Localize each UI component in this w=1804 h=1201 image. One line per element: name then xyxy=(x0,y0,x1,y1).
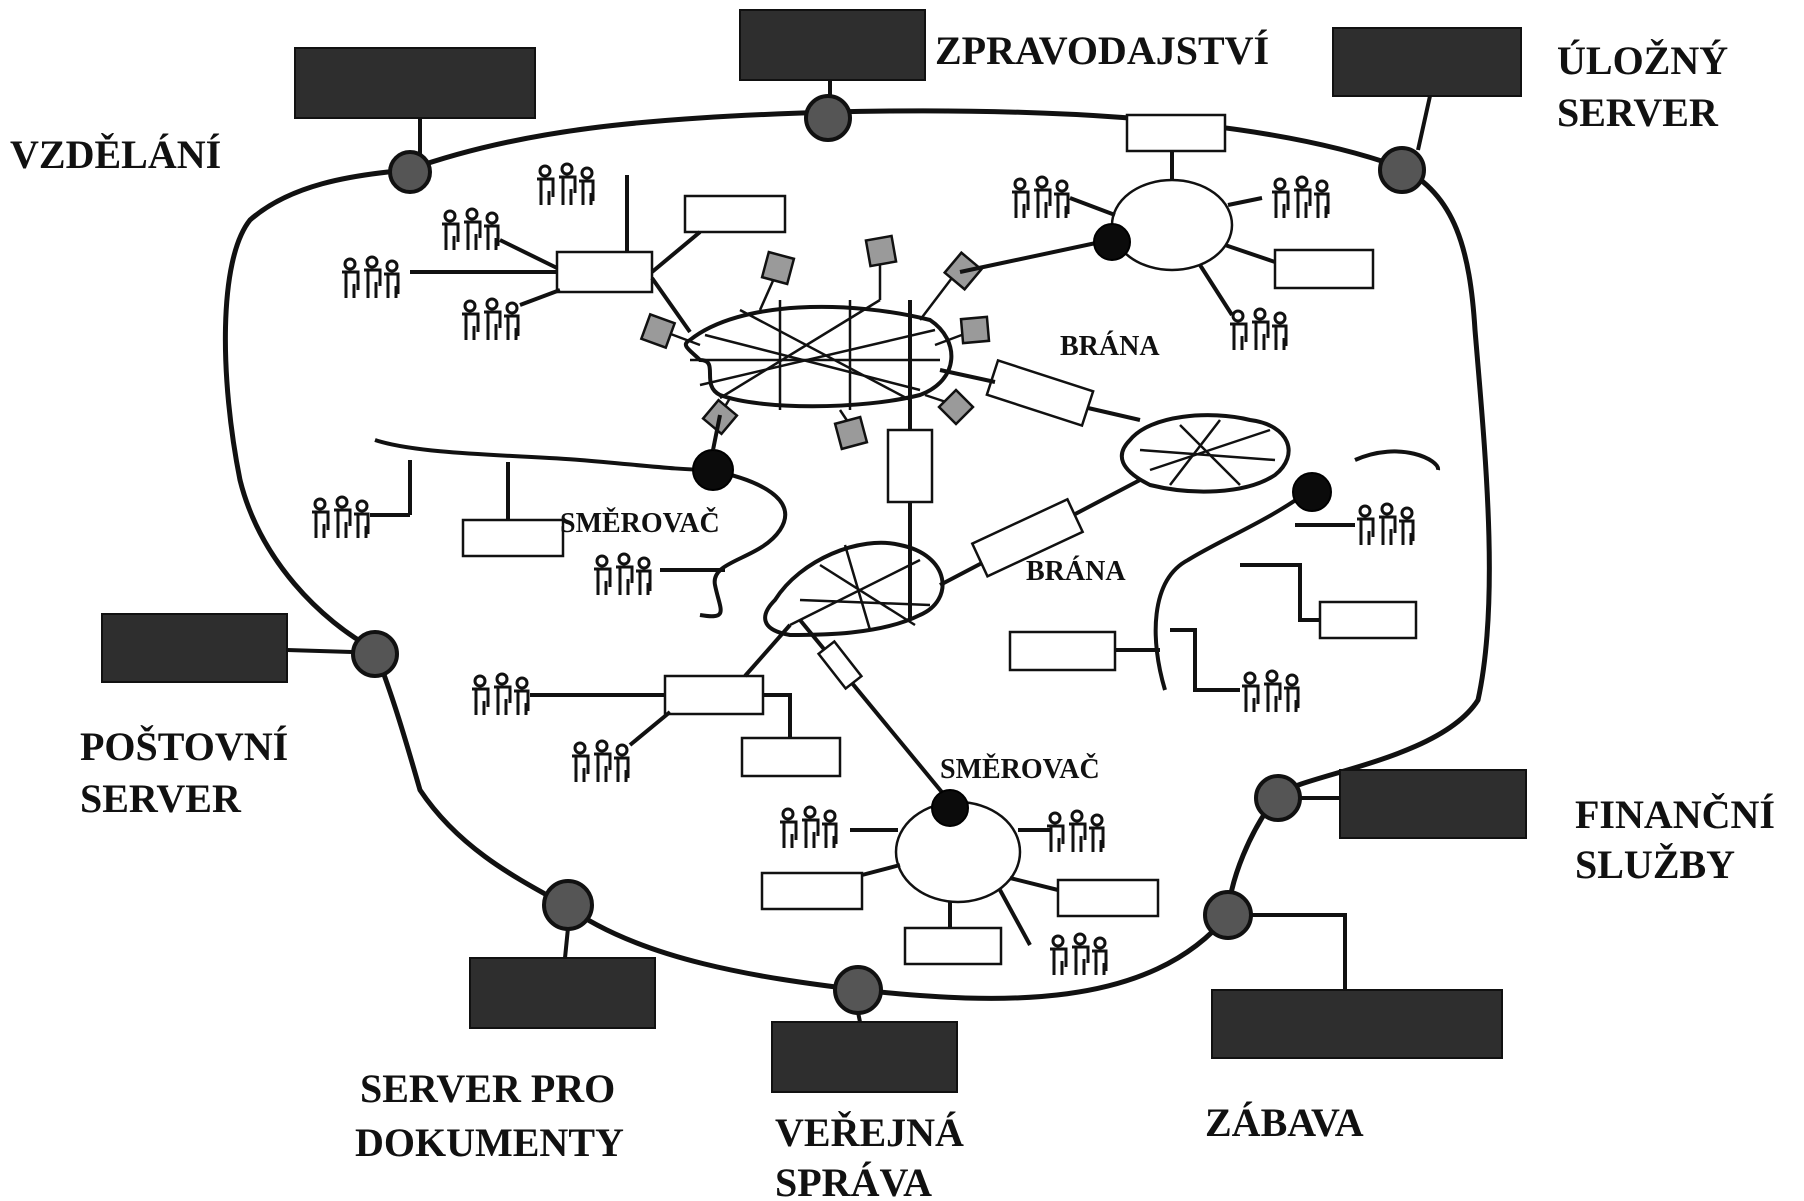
lan-bottom: SMĚROVAČ xyxy=(760,754,1160,977)
label-postovni-2: SERVER xyxy=(80,776,242,821)
user-group-icon xyxy=(592,552,652,597)
ring-node xyxy=(1254,774,1302,822)
lan-left-bus: SMĚROVAČ xyxy=(310,414,788,619)
label-ulozny-1: ÚLOŽNÝ xyxy=(1557,38,1728,83)
host-box xyxy=(740,736,842,778)
user-group-icon xyxy=(470,672,530,717)
label-verejna-2: SPRÁVA xyxy=(775,1160,932,1201)
ring-hub xyxy=(1110,178,1234,272)
router-node xyxy=(1093,223,1131,261)
server-icon xyxy=(294,47,536,119)
gateway-icon xyxy=(816,639,864,691)
label-smerovac-left: SMĚROVAČ xyxy=(560,508,720,539)
gateway-icon xyxy=(985,358,1095,428)
host-box xyxy=(1273,248,1375,290)
server-icon xyxy=(101,613,288,683)
ring-node xyxy=(388,150,432,194)
vzdelani-server[interactable] xyxy=(294,47,536,194)
mesh-right xyxy=(1119,413,1291,494)
user-group-icon xyxy=(1270,175,1330,220)
user-group-icon xyxy=(1010,175,1070,220)
user-group-icon xyxy=(778,805,838,850)
ring-node xyxy=(351,630,399,678)
server-icon xyxy=(771,1021,958,1093)
server-icon xyxy=(739,9,926,81)
switch-box xyxy=(555,250,654,294)
switch-box xyxy=(663,674,765,716)
user-group-icon xyxy=(535,162,595,207)
gateway-middle: BRÁNA xyxy=(970,497,1126,587)
server-icon xyxy=(1332,27,1522,97)
host-box xyxy=(760,871,864,911)
verejna-sprava-server[interactable] xyxy=(771,965,958,1093)
label-brana-mid: BRÁNA xyxy=(1026,556,1126,587)
lan-right-bus xyxy=(1008,449,1440,714)
user-group-icon xyxy=(340,255,400,300)
user-group-icon xyxy=(1048,932,1108,977)
zpravodajstvi-server[interactable] xyxy=(739,9,926,142)
user-group-icon xyxy=(1240,669,1300,714)
gateway-icon xyxy=(970,497,1085,578)
router-node xyxy=(931,789,969,827)
label-dokumenty-2: DOKUMENTY xyxy=(355,1120,624,1165)
host-box xyxy=(903,926,1003,966)
label-smerovac-bottom: SMĚROVAČ xyxy=(940,754,1100,785)
ring-node xyxy=(1378,146,1426,194)
gateway-icon xyxy=(886,428,934,504)
label-zpravodajstvi: ZPRAVODAJSTVÍ xyxy=(935,28,1269,73)
lan-top-right xyxy=(959,113,1375,352)
host-box xyxy=(1318,600,1418,640)
postovni-server[interactable] xyxy=(101,613,399,683)
label-vzdelani: VZDĚLÁNÍ xyxy=(10,132,221,177)
link-to-bottom-router xyxy=(798,618,952,804)
server-icon xyxy=(1211,989,1503,1059)
label-ulozny-2: SERVER xyxy=(1557,90,1719,135)
router-icon xyxy=(833,415,869,451)
router-node xyxy=(1292,472,1332,512)
label-brana-top: BRÁNA xyxy=(1060,331,1160,362)
router-icon xyxy=(937,388,975,426)
label-financni-1: FINANČNÍ xyxy=(1575,792,1775,837)
backbone-ring xyxy=(222,108,1492,1001)
user-group-icon xyxy=(570,739,630,784)
router-icon xyxy=(760,250,796,286)
lan-top-left xyxy=(340,162,787,342)
host-box xyxy=(461,518,565,558)
label-zabava: ZÁBAVA xyxy=(1205,1100,1364,1145)
host-box xyxy=(683,194,787,234)
user-group-icon xyxy=(460,297,520,342)
user-group-icon xyxy=(1228,307,1288,352)
financni-sluzby-server[interactable] xyxy=(1254,769,1527,839)
router-icon xyxy=(959,315,991,345)
user-group-icon xyxy=(310,495,370,540)
ring-node xyxy=(1203,890,1253,940)
ring-node xyxy=(542,879,594,931)
router-icon xyxy=(864,234,898,268)
gateway-top: BRÁNA xyxy=(939,331,1160,428)
vertical-link xyxy=(886,300,934,620)
lan-lower-left xyxy=(470,623,842,784)
host-box xyxy=(1125,113,1227,153)
zabava-server[interactable] xyxy=(1203,890,1503,1059)
label-dokumenty-1: SERVER PRO xyxy=(360,1066,615,1111)
user-group-icon xyxy=(440,207,500,252)
ring-node xyxy=(833,965,883,1015)
router-node xyxy=(692,449,734,491)
label-financni-2: SLUŽBY xyxy=(1575,842,1735,887)
label-postovni-1: POŠTOVNÍ xyxy=(80,724,288,769)
host-box xyxy=(1056,878,1160,918)
ulozny-server[interactable] xyxy=(1332,27,1522,194)
core-mesh-network xyxy=(639,234,991,451)
host-box xyxy=(1008,630,1117,672)
server-icon xyxy=(1339,769,1527,839)
dokumenty-server[interactable] xyxy=(469,879,656,1029)
router-icon xyxy=(639,312,677,350)
user-group-icon xyxy=(1045,809,1105,854)
user-group-icon xyxy=(1355,502,1415,547)
label-verejna-1: VEŘEJNÁ xyxy=(775,1110,964,1155)
server-icon xyxy=(469,957,656,1029)
ring-node xyxy=(804,94,852,142)
